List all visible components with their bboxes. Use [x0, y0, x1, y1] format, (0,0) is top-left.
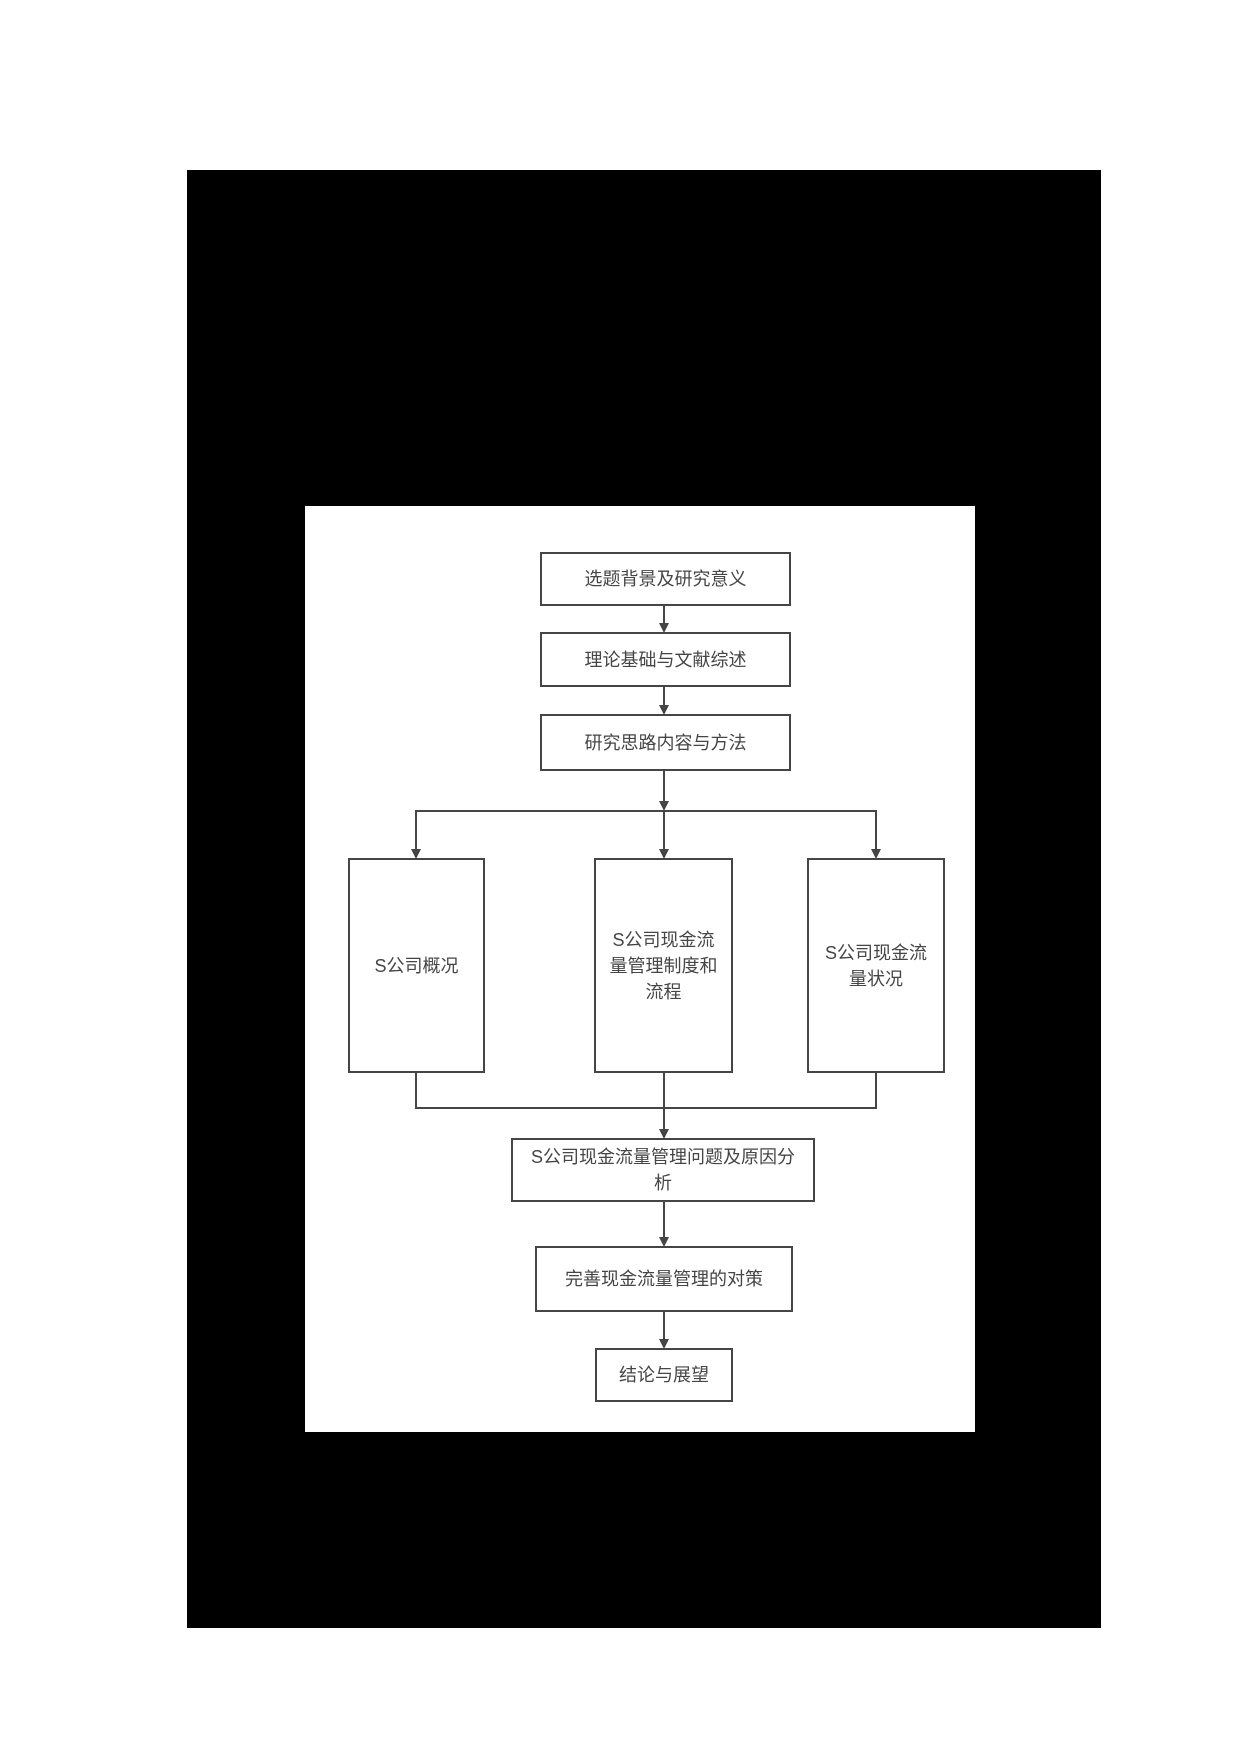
connector-n3-branch	[663, 771, 665, 802]
node-company-overview: S公司概况	[348, 858, 485, 1073]
connector-n5-n7	[663, 1073, 665, 1130]
arrowhead-into-n7	[659, 1129, 669, 1139]
arrowhead-into-n4	[411, 849, 421, 859]
connector-n6-collector	[875, 1073, 877, 1109]
node-label: 完善现金流量管理的对策	[565, 1269, 763, 1289]
node-label: 理论基础与文献综述	[584, 649, 747, 670]
connector-branch-n6	[875, 812, 877, 850]
node-theory-literature-review: 理论基础与文献综述	[540, 632, 791, 687]
node-label: S公司现金流 量状况	[824, 942, 927, 989]
node-label: 研究思路内容与方法	[584, 732, 747, 753]
node-label: S公司现金流量管理问题及原因分 析	[530, 1147, 795, 1193]
node-conclusion-outlook: 结论与展望	[595, 1348, 733, 1402]
node-label: 结论与展望	[619, 1365, 709, 1385]
connector-n8-n9	[663, 1312, 665, 1340]
node-problem-cause-analysis: S公司现金流量管理问题及原因分 析	[511, 1138, 815, 1202]
arrowhead-into-n3	[659, 705, 669, 715]
node-label: S公司现金流 量管理制度和 流程	[609, 929, 718, 1002]
connector-n7-n8	[663, 1202, 665, 1238]
node-topic-background-significance: 选题背景及研究意义	[540, 552, 791, 606]
node-label: 选题背景及研究意义	[584, 569, 747, 589]
collector-line	[415, 1107, 877, 1109]
arrowhead-into-n5	[659, 849, 669, 859]
arrowhead-into-n8	[659, 1237, 669, 1247]
node-cashflow-status: S公司现金流 量状况	[807, 858, 945, 1073]
connector-n1-n2	[663, 606, 665, 624]
arrowhead-at-branch	[659, 801, 669, 811]
connector-branch-n5	[663, 812, 665, 850]
figure-black-background: 选题背景及研究意义 理论基础与文献综述 研究思路内容与方法 S公司概况 S公司现…	[187, 170, 1101, 1628]
connector-n2-n3	[663, 687, 665, 706]
node-cashflow-system-process: S公司现金流 量管理制度和 流程	[594, 858, 733, 1073]
node-improvement-countermeasures: 完善现金流量管理的对策	[535, 1246, 793, 1312]
flowchart-panel: 选题背景及研究意义 理论基础与文献综述 研究思路内容与方法 S公司概况 S公司现…	[305, 506, 975, 1432]
connector-n4-collector	[415, 1073, 417, 1109]
branch-line	[415, 810, 877, 812]
connector-branch-n4	[415, 812, 417, 850]
node-research-approach-methods: 研究思路内容与方法	[540, 714, 791, 771]
arrowhead-into-n2	[659, 623, 669, 633]
arrowhead-into-n6	[871, 849, 881, 859]
node-label: S公司概况	[374, 955, 459, 976]
arrowhead-into-n9	[659, 1339, 669, 1349]
